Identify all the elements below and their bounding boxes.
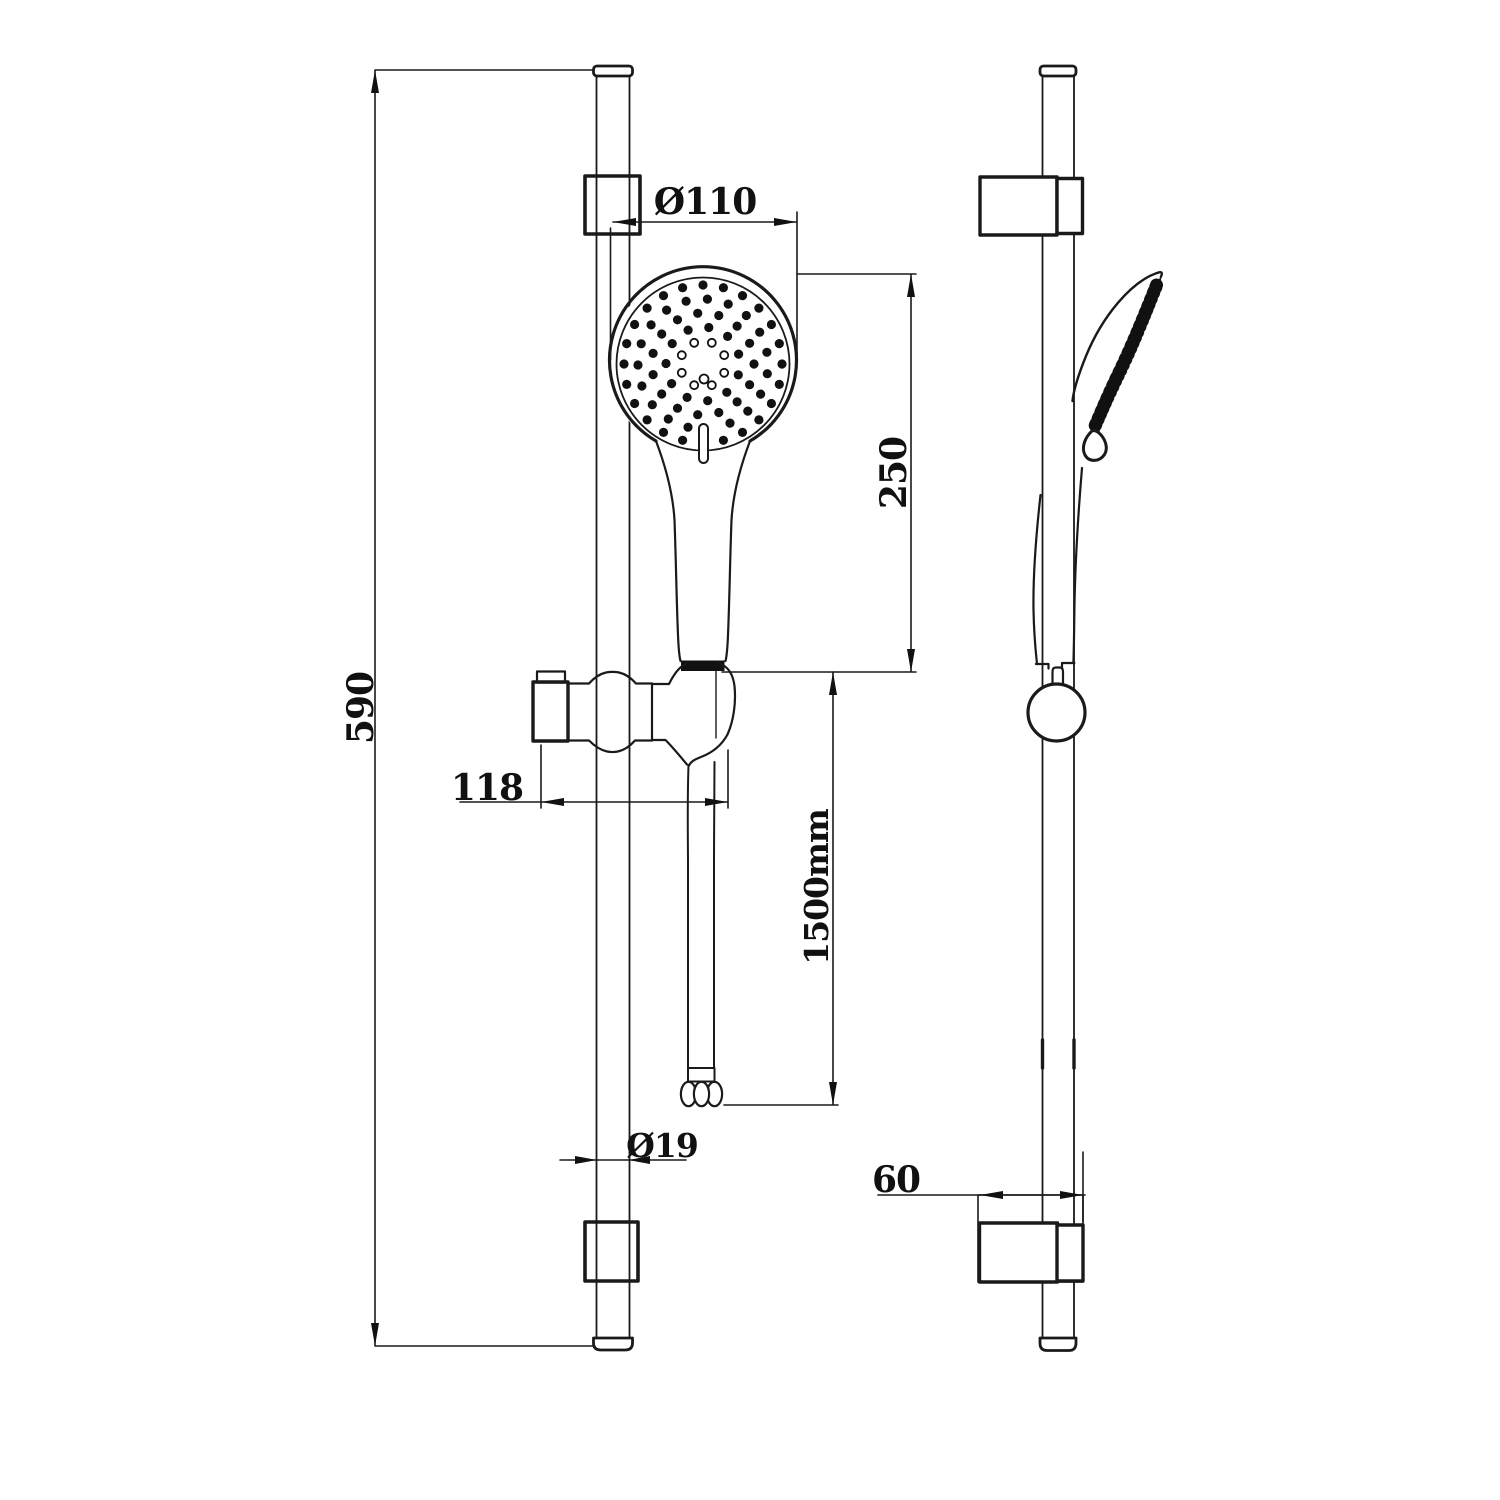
shower-head-side bbox=[1071, 270, 1164, 462]
handle-side bbox=[1032, 466, 1084, 670]
handle-front bbox=[654, 439, 752, 671]
rail-bottom-cap-side bbox=[1038, 1336, 1078, 1352]
wall-bracket-top-side bbox=[978, 175, 1085, 237]
head-outer-rim bbox=[607, 265, 799, 443]
dimension-labels: Ø110 250 590 118 1500mm Ø19 60 bbox=[340, 181, 921, 1201]
shower-hose bbox=[679, 761, 724, 1108]
hang-hook-loop bbox=[1081, 429, 1108, 462]
hose-end-fitting bbox=[687, 1067, 716, 1083]
dimension-rail-length-590 bbox=[371, 69, 595, 1347]
rail-bottom-cap-front bbox=[592, 1336, 634, 1352]
dimension-holder-width-118 bbox=[459, 744, 729, 809]
dimension-hose-length-1500 bbox=[723, 671, 839, 1106]
rail-top-cap-side bbox=[1038, 64, 1078, 78]
dimension-annotations bbox=[371, 69, 1086, 1347]
center-nozzle bbox=[698, 373, 710, 385]
dimension-bracket-depth-60 bbox=[877, 1151, 1086, 1223]
wall-bracket-top-front bbox=[583, 174, 642, 236]
label-rail-diameter: Ø19 bbox=[626, 1126, 698, 1165]
handle-nut bbox=[681, 660, 725, 671]
wall-bracket-bottom-side bbox=[977, 1194, 1085, 1284]
label-bracket-depth: 60 bbox=[872, 1159, 920, 1201]
mode-switch-slot bbox=[698, 423, 709, 464]
hose-connector-nut bbox=[679, 1080, 724, 1108]
label-head-height: 250 bbox=[873, 437, 915, 509]
label-rail-length: 590 bbox=[340, 672, 382, 744]
dimension-head-diameter-110 bbox=[609, 211, 798, 361]
wall-bracket-bottom-front bbox=[583, 1220, 640, 1283]
spray-face-edge-stipple bbox=[1087, 278, 1163, 436]
slider-holder-front bbox=[531, 662, 737, 767]
dimension-rail-diameter-19 bbox=[559, 1156, 687, 1164]
shower-head-front bbox=[607, 265, 799, 464]
holder-knob-step bbox=[535, 670, 567, 684]
label-head-diameter: Ø110 bbox=[654, 181, 757, 223]
dimension-head-height-250 bbox=[721, 273, 917, 673]
side-view bbox=[977, 64, 1164, 1352]
holder-knob-circle bbox=[1026, 682, 1087, 743]
holder-pin bbox=[1051, 666, 1065, 686]
holder-knob-block bbox=[531, 680, 570, 743]
label-hose-length: 1500mm bbox=[797, 808, 836, 965]
spray-nozzle-dots bbox=[619, 280, 787, 445]
holder-knob-side bbox=[1026, 666, 1087, 743]
holder-cup bbox=[650, 662, 737, 767]
label-holder-width: 118 bbox=[451, 767, 523, 809]
front-view bbox=[531, 64, 799, 1352]
rail-top-cap-front bbox=[592, 64, 634, 78]
